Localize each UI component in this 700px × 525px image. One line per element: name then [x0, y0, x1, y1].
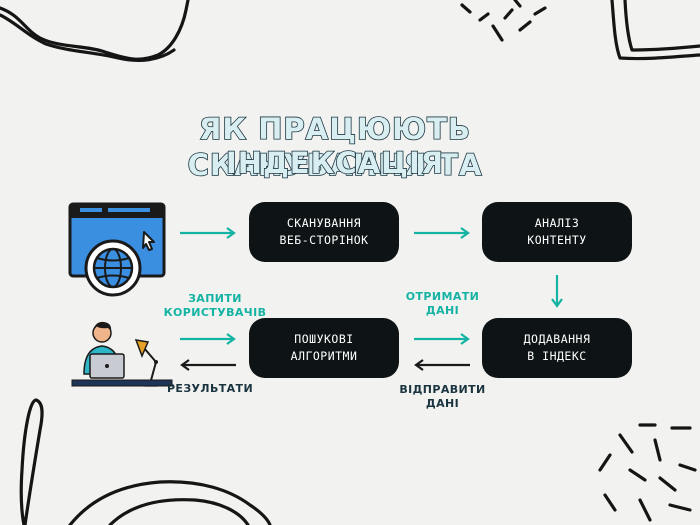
user-queries-line2: КОРИСТУВАЧІВ: [163, 306, 267, 319]
get-data-label: ОТРИМАТИ ДАНІ: [395, 290, 490, 318]
page-title-line1: ЯК ПРАЦЮЮТЬ СКАНУВАННЯ ТА: [187, 111, 483, 183]
crawl-pages-line1: СКАНУВАННЯ: [286, 216, 362, 230]
add-to-index-line1: ДОДАВАННЯ: [523, 332, 591, 346]
content-analysis-line1: АНАЛІЗ: [534, 216, 580, 230]
arrow-send-data: [414, 359, 470, 371]
browser-globe-icon: [68, 202, 166, 297]
get-data-line2: ДАНІ: [425, 304, 460, 317]
results-label: РЕЗУЛЬТАТИ: [166, 382, 254, 395]
arrow-down-to-index: [551, 275, 563, 308]
page-title-line2: ІНДЕКСАЦІЯ: [225, 145, 445, 181]
content-analysis-line2: КОНТЕНТУ: [527, 233, 587, 247]
content-analysis-box: АНАЛІЗ КОНТЕНТУ: [482, 202, 632, 262]
send-data-line1: ВІДПРАВИТИ: [399, 383, 486, 396]
crawl-pages-box: СКАНУВАННЯ ВЕБ-СТОРІНОК: [249, 202, 399, 262]
search-algorithms-box: ПОШУКОВІ АЛГОРИТМИ: [249, 318, 399, 378]
user-at-desk-icon: [71, 321, 173, 387]
arrow-to-analysis: [414, 227, 470, 239]
crawl-pages-line2: ВЕБ-СТОРІНОК: [279, 233, 369, 247]
send-data-label: ВІДПРАВИТИ ДАНІ: [395, 383, 490, 411]
search-algorithms-line1: ПОШУКОВІ: [294, 332, 354, 346]
arrow-get-data: [414, 333, 470, 345]
add-to-index-line2: В ІНДЕКС: [527, 349, 587, 363]
send-data-line2: ДАНІ: [425, 397, 460, 410]
user-queries-line1: ЗАПИТИ: [188, 292, 242, 305]
search-algorithms-line2: АЛГОРИТМИ: [290, 349, 358, 363]
arrow-results: [180, 359, 236, 371]
arrow-user-queries: [180, 333, 236, 345]
user-queries-label: ЗАПИТИ КОРИСТУВАЧІВ: [160, 292, 270, 320]
add-to-index-box: ДОДАВАННЯ В ІНДЕКС: [482, 318, 632, 378]
arrow-to-crawl: [180, 227, 236, 239]
get-data-line1: ОТРИМАТИ: [405, 290, 480, 303]
